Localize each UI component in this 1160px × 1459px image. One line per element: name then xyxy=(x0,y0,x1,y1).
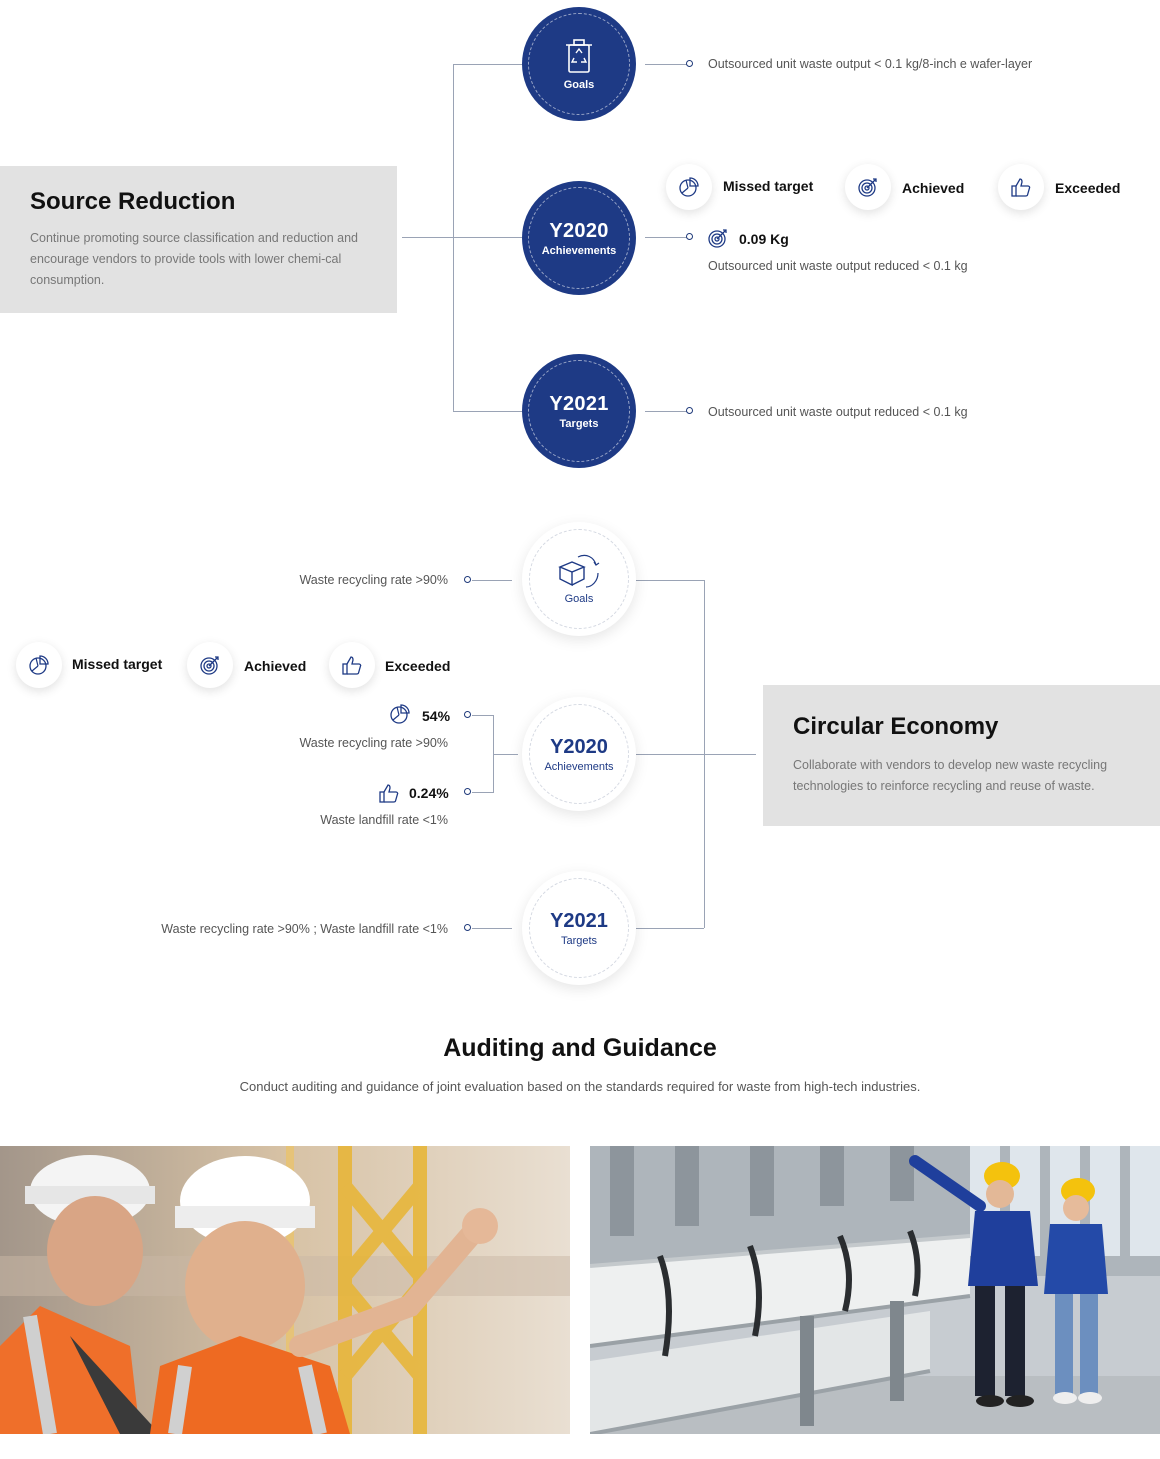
source-goals-label: Goals xyxy=(563,78,595,91)
connector xyxy=(453,64,454,411)
legend-exceeded-label: Exceeded xyxy=(385,658,451,674)
connector xyxy=(636,580,704,581)
circular-goals-circle: Goals xyxy=(522,522,636,636)
source-y2021-text: Outsourced unit waste output reduced < 0… xyxy=(708,405,968,419)
connector xyxy=(472,715,494,716)
source-y2020-circle: Y2020 Achievements xyxy=(522,181,636,295)
circular-goals-label: Goals xyxy=(564,593,594,605)
circular-y2021-circle: Y2021 Targets xyxy=(522,871,636,985)
connector xyxy=(472,792,494,793)
connector xyxy=(645,64,687,65)
target-icon xyxy=(858,178,877,197)
photo-inspectors xyxy=(0,1146,570,1434)
thumbs-up-icon xyxy=(1011,178,1031,197)
pie-chart-icon xyxy=(679,177,699,197)
recycle-bin-icon xyxy=(566,38,592,73)
connector-dot xyxy=(464,576,471,583)
connector xyxy=(645,411,687,412)
legend-exceeded-label: Exceeded xyxy=(1055,180,1121,196)
connector-dot xyxy=(686,407,693,414)
connector-dot xyxy=(464,924,471,931)
connector xyxy=(493,715,494,793)
photo-pipes-workers xyxy=(590,1146,1160,1434)
connector-dot xyxy=(464,711,471,718)
legend-missed-label: Missed target xyxy=(723,178,814,194)
source-y2020-label: Achievements xyxy=(541,244,617,257)
source-y2020-text: Outsourced unit waste output reduced < 0… xyxy=(708,259,968,273)
recycle-box-icon xyxy=(558,554,600,588)
circular-y2020-circle: Y2020 Achievements xyxy=(522,697,636,811)
pie-chart-icon xyxy=(390,704,410,724)
source-reduction-description: Continue promoting source classification… xyxy=(30,231,358,287)
connector xyxy=(402,237,522,238)
legend-achieved-badge xyxy=(845,164,891,210)
circular-economy-panel: Circular Economy Collaborate with vendor… xyxy=(763,685,1160,826)
connector xyxy=(494,754,518,755)
target-icon xyxy=(200,656,219,675)
connector-dot xyxy=(464,788,471,795)
circular-value2: 0.24% xyxy=(409,785,449,801)
legend-missed-badge xyxy=(16,642,62,688)
thumbs-up-icon xyxy=(379,784,399,803)
connector xyxy=(472,580,512,581)
circular-y2021-year: Y2021 xyxy=(550,909,608,932)
legend-achieved-label: Achieved xyxy=(902,180,965,196)
legend-missed-label: Missed target xyxy=(72,656,163,672)
connector xyxy=(645,237,687,238)
circular-economy-title: Circular Economy xyxy=(793,713,999,740)
pie-chart-icon xyxy=(29,655,49,675)
source-y2021-year: Y2021 xyxy=(549,392,609,415)
connector xyxy=(636,754,756,755)
circular-text2: Waste landfill rate <1% xyxy=(320,813,448,827)
circular-y2020-year: Y2020 xyxy=(550,735,608,758)
legend-exceeded-badge xyxy=(998,164,1044,210)
connector xyxy=(636,928,704,929)
circular-y2021-label: Targets xyxy=(560,934,598,947)
circular-text1: Waste recycling rate >90% xyxy=(299,736,448,750)
circular-value1: 54% xyxy=(422,708,451,724)
connector-dot xyxy=(686,233,693,240)
target-icon xyxy=(708,229,727,248)
source-y2021-circle: Y2021 Targets xyxy=(522,354,636,468)
legend-achieved-badge xyxy=(187,642,233,688)
legend-exceeded-badge xyxy=(329,642,375,688)
auditing-description: Conduct auditing and guidance of joint e… xyxy=(239,1079,921,1094)
source-y2020-value: 0.09 Kg xyxy=(739,231,789,247)
connector xyxy=(453,64,523,65)
auditing-title: Auditing and Guidance xyxy=(443,1034,717,1062)
source-reduction-title: Source Reduction xyxy=(30,188,236,215)
circular-economy-description: Collaborate with vendors to develop new … xyxy=(793,758,1108,793)
source-y2021-label: Targets xyxy=(559,417,599,430)
connector-dot xyxy=(686,60,693,67)
legend-missed-badge xyxy=(666,164,712,210)
connector xyxy=(453,411,523,412)
source-y2020-year: Y2020 xyxy=(549,219,609,242)
source-goals-text: Outsourced unit waste output < 0.1 kg/8-… xyxy=(708,57,1033,71)
circular-goals-text: Waste recycling rate >90% xyxy=(299,573,448,587)
thumbs-up-icon xyxy=(342,656,362,675)
connector xyxy=(704,580,705,928)
source-goals-circle: Goals xyxy=(522,7,636,121)
legend-achieved-label: Achieved xyxy=(244,658,307,674)
circular-y2020-label: Achievements xyxy=(544,760,614,773)
connector xyxy=(472,928,512,929)
source-reduction-panel: Source Reduction Continue promoting sour… xyxy=(0,166,397,313)
circular-y2021-text: Waste recycling rate >90% ; Waste landfi… xyxy=(161,922,448,936)
